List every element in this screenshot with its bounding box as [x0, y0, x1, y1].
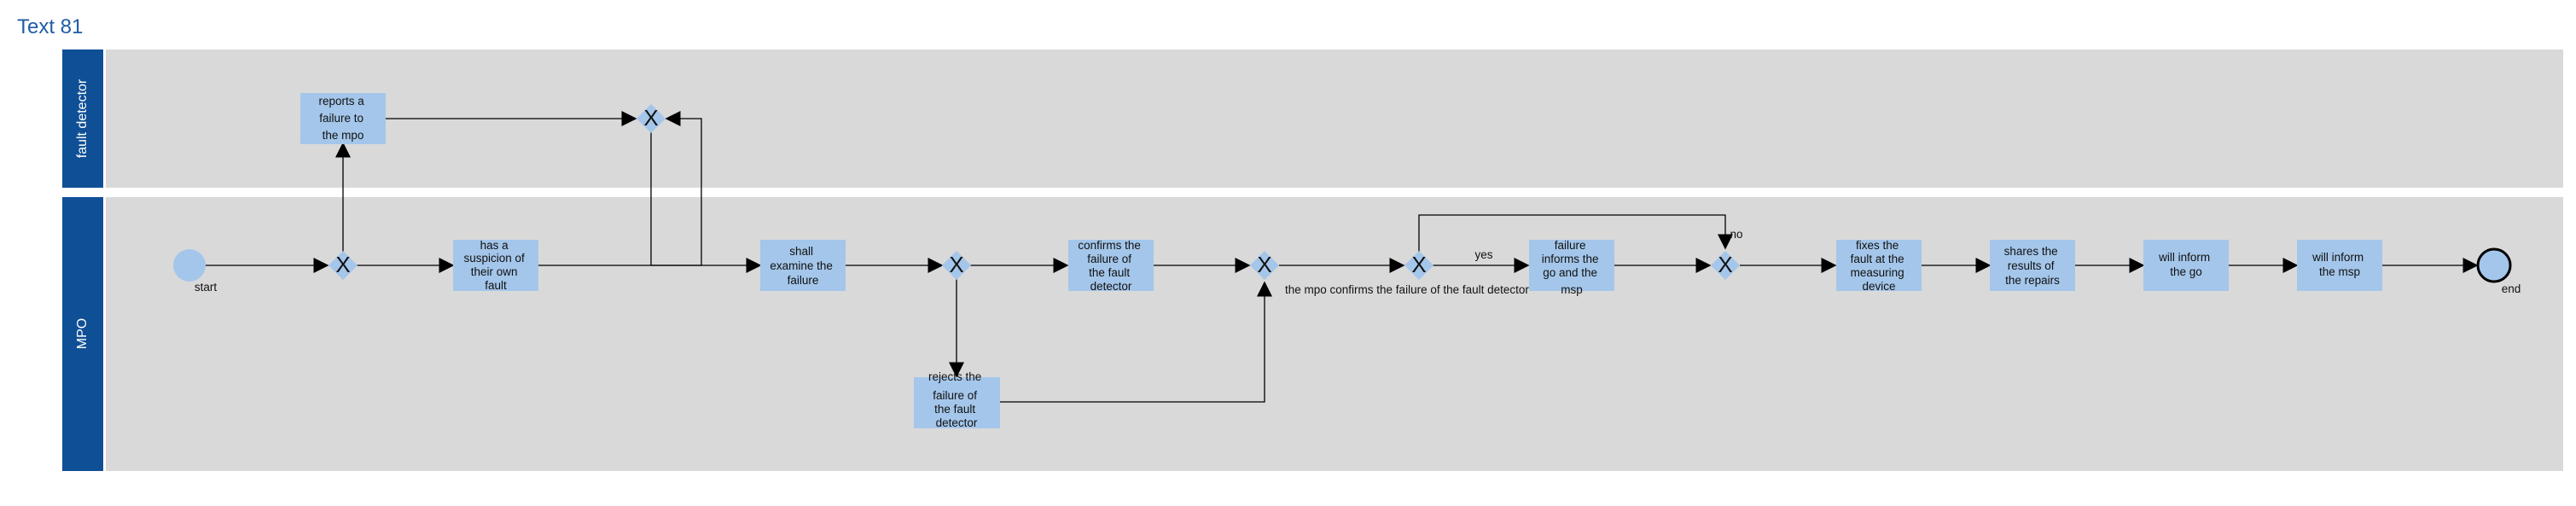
gateways: X X X X X X: [329, 104, 1740, 280]
task-box: [1990, 240, 2075, 291]
label-no: no: [1730, 228, 1742, 241]
task-label: reports a failure to the mpo: [318, 95, 367, 142]
task-informs-go-msp: failure informs the go and the msp: [1529, 239, 1614, 296]
gateway-diamond: [329, 251, 358, 280]
start-label: start: [195, 281, 218, 294]
lane-header: [62, 197, 103, 471]
task-label: has a suspicion of their own fault: [463, 239, 527, 292]
task-label: fixes the fault at the measuring device: [1851, 239, 1908, 293]
flow-rejects-to-gw4: [1000, 281, 1272, 403]
gateway-x-icon: X: [335, 252, 350, 277]
end-event: end: [2476, 247, 2521, 295]
gateway-1: X: [329, 251, 358, 280]
gateway-x-icon: X: [949, 252, 963, 277]
start-event: start: [173, 249, 217, 294]
gateway-4: X: [1250, 251, 1279, 280]
gateway-x-icon: X: [1411, 252, 1426, 277]
lane-body: [106, 197, 2563, 471]
gateway-6: X: [1711, 251, 1740, 280]
diagram-title: Text 81: [17, 15, 84, 38]
lane-mpo: MPO: [62, 197, 2563, 471]
gateway-x-icon: X: [1257, 252, 1271, 277]
label-mpo-confirms: the mpo confirms the failure of the faul…: [1285, 283, 1529, 296]
task-box: [1836, 240, 1922, 291]
flow-gw5-no: [1418, 214, 1733, 253]
gateway-diamond: [1711, 251, 1740, 280]
task-label: shall examine the failure: [770, 245, 835, 287]
task-inform-go: will inform the go: [2143, 240, 2229, 291]
task-box: [300, 93, 386, 144]
task-inform-msp: will inform the msp: [2297, 240, 2382, 291]
lane-header: [62, 49, 103, 188]
gateway-diamond: [637, 104, 666, 133]
task-examine-failure: shall examine the failure: [760, 240, 846, 291]
task-box: [1068, 240, 1154, 291]
gateway-2: X: [637, 104, 666, 133]
task-label: confirms the failure of the fault detect…: [1078, 239, 1143, 293]
connectors: [206, 111, 2479, 403]
task-box: [760, 240, 846, 291]
gateway-diamond: [1250, 251, 1279, 280]
end-event-circle: [2476, 247, 2512, 283]
task-box: [1529, 240, 1614, 291]
task-label: will inform the go: [2158, 251, 2213, 278]
gateway-diamond: [942, 251, 971, 280]
task-label: failure informs the go and the msp: [1542, 239, 1602, 296]
task-box: [2143, 240, 2229, 291]
task-label: will inform the msp: [2311, 251, 2367, 278]
task-suspicion: has a suspicion of their own fault: [453, 239, 538, 292]
gateway-diamond: [1404, 251, 1433, 280]
task-label: rejects the failure of the fault detecto…: [928, 370, 985, 429]
lane-label-mpo: MPO: [75, 318, 90, 349]
task-box: [914, 377, 1000, 428]
label-yes: yes: [1474, 248, 1492, 261]
task-shares-results: shares the results of the repairs: [1990, 240, 2075, 291]
lane-label-fault-detector: fault detector: [75, 79, 90, 158]
task-fixes-fault: fixes the fault at the measuring device: [1836, 239, 1922, 293]
gateway-3: X: [942, 251, 971, 280]
task-reports-failure: reports a failure to the mpo: [300, 93, 386, 144]
gateway-5: X: [1404, 251, 1433, 280]
end-label: end: [2502, 282, 2521, 295]
task-rejects-failure: rejects the failure of the fault detecto…: [914, 370, 1000, 429]
start-event-circle: [173, 249, 206, 282]
task-box: [453, 240, 538, 291]
gateway-x-icon: X: [1718, 252, 1732, 277]
gateway-x-icon: X: [643, 105, 658, 131]
task-label: shares the results of the repairs: [2004, 245, 2061, 287]
task-confirms-failure: confirms the failure of the fault detect…: [1068, 239, 1154, 293]
task-box: [2297, 240, 2382, 291]
